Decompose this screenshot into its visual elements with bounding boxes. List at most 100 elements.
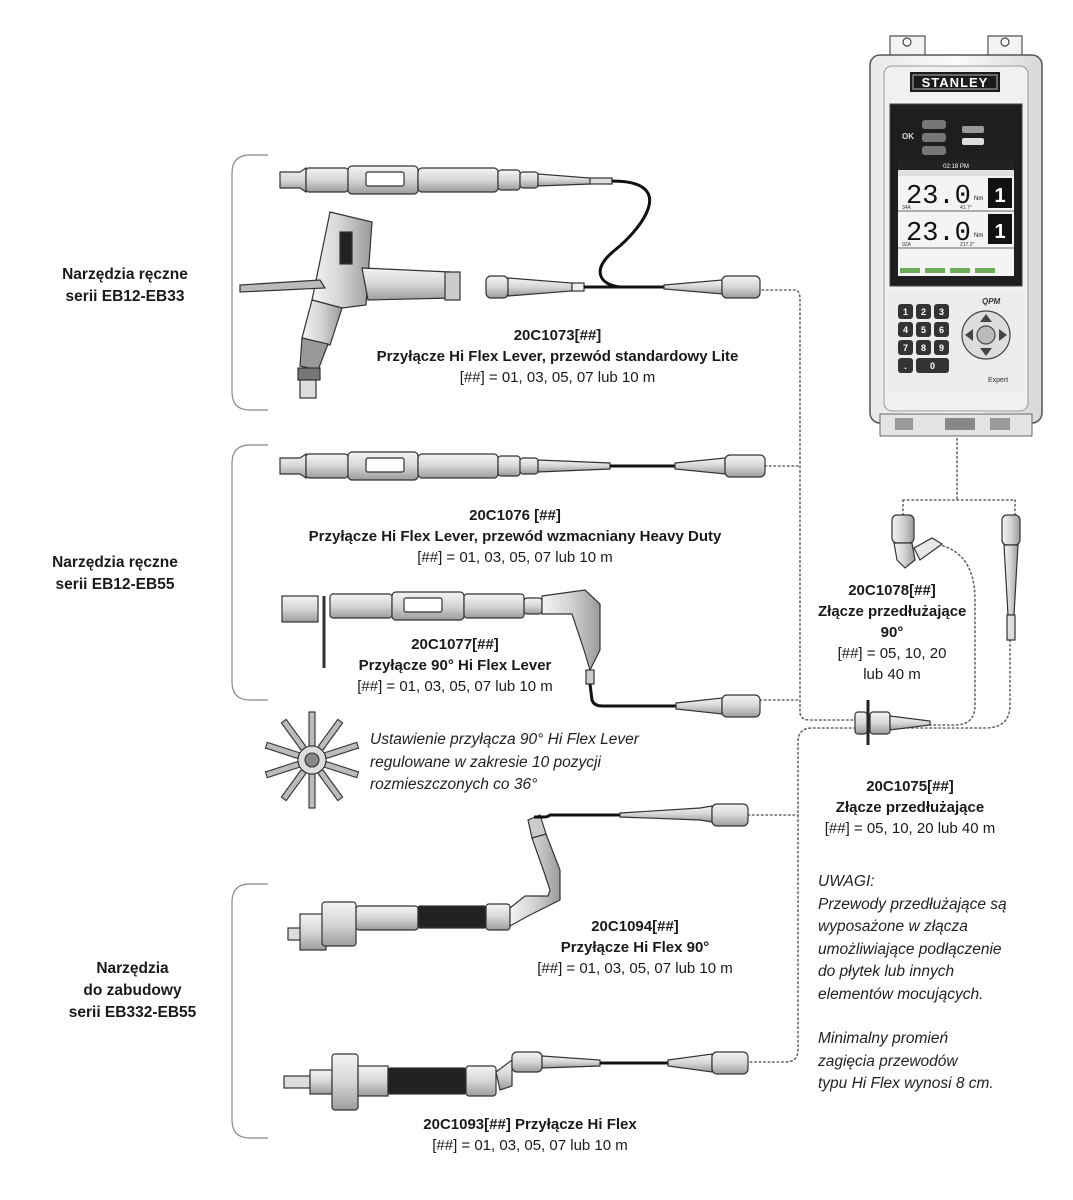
code-20c1076: 20C1076 [##] xyxy=(469,507,561,524)
group-eb332-line3: serii EB332-EB55 xyxy=(68,1004,197,1021)
name-20c1073: Przyłącze Hi Flex Lever, przewód standar… xyxy=(376,348,739,365)
notes-heading: UWAGI: xyxy=(818,873,875,890)
group-eb33-line1: Narzędzia ręczne xyxy=(62,266,188,283)
notes-line8: typu Hi Flex wynosi 8 cm. xyxy=(818,1075,994,1092)
dotted-lower-trunk xyxy=(747,727,861,1063)
keypad-key[interactable]: 2 xyxy=(916,304,931,319)
dotted-trunk xyxy=(761,289,861,721)
bracket-eb55 xyxy=(231,444,268,701)
keypad: 1 2 3 4 5 6 7 8 9. 0 xyxy=(898,304,949,373)
reading1-value: 23.0 xyxy=(906,182,971,212)
range-20c1076: [##] = 01, 03, 05, 07 lub 10 m xyxy=(417,549,613,566)
connector-lite-start xyxy=(485,275,585,299)
group-label-eb33: Narzędzia ręczne serii EB12-EB33 xyxy=(40,264,210,308)
keypad-key-label: 0 xyxy=(930,361,935,371)
connector-heavy-end xyxy=(674,454,766,478)
keypad-key[interactable]: . xyxy=(898,358,913,373)
keypad-key[interactable]: 3 xyxy=(934,304,949,319)
keypad-key-label: 1 xyxy=(903,307,908,317)
brand-logo: STANLEY xyxy=(922,75,989,90)
range-20c1078: [##] = 05, 10, 20 xyxy=(837,645,947,662)
cable-lite-curve xyxy=(598,179,652,289)
notes-line2: wyposażone w złącza xyxy=(818,918,968,935)
keypad-key-label: . xyxy=(904,361,907,371)
name-20c1077: Przyłącze 90° Hi Flex Lever xyxy=(358,657,552,674)
reading1-sub-right: 41.7° xyxy=(960,205,972,211)
notes-line7: zagięcia przewodów xyxy=(818,1052,958,1070)
keypad-key-label: 2 xyxy=(921,307,926,317)
keypad-key[interactable]: 1 xyxy=(898,304,913,319)
keypad-key[interactable]: 4 xyxy=(898,322,913,337)
keypad-key-label: 9 xyxy=(939,343,944,353)
bracket-eb332 xyxy=(231,883,268,1139)
code-20c1075: 20C1075[##] xyxy=(866,778,954,795)
keypad-key[interactable]: 8 xyxy=(916,340,931,355)
group-eb332-line1: Narzędzia xyxy=(96,960,169,977)
code-20c1077: 20C1077[##] xyxy=(411,636,499,653)
reading1-sub-left: 34A xyxy=(902,205,912,211)
bulkhead-connector xyxy=(854,700,931,745)
label-20c1093: 20C1093[##] Przyłącze Hi Flex [##] = 01,… xyxy=(380,1114,680,1156)
range-20c1077: [##] = 01, 03, 05, 07 lub 10 m xyxy=(357,678,553,695)
ext-straight-connector xyxy=(1001,514,1021,641)
adjust-note-line2: regulowane w zakresie 10 pozycji xyxy=(370,753,601,771)
notes-line5: elementów mocujących. xyxy=(818,985,984,1003)
keypad-key[interactable]: 0 xyxy=(916,358,949,373)
label-20c1077: 20C1077[##] Przyłącze 90° Hi Flex Lever … xyxy=(320,634,590,697)
name-20c1094: Przyłącze Hi Flex 90° xyxy=(560,939,710,956)
dotted-device-split xyxy=(902,424,1016,516)
keypad-key[interactable]: 6 xyxy=(934,322,949,337)
reading2-sub-right: 217.2° xyxy=(960,242,975,248)
keypad-key-label: 7 xyxy=(903,343,908,353)
group-brackets xyxy=(231,154,268,1139)
screen-time: 02:18 PM xyxy=(943,164,969,170)
dotted-connections xyxy=(747,289,1016,1063)
group-label-eb55: Narzędzia ręczne serii EB12-EB55 xyxy=(30,552,200,596)
notes-line6: Minimalny promień xyxy=(818,1030,949,1047)
keypad-key[interactable]: 9 xyxy=(934,340,949,355)
label-20c1094: 20C1094[##] Przyłącze Hi Flex 90° [##] =… xyxy=(510,916,760,979)
tool-lever-90 xyxy=(281,589,601,685)
label-20c1078: 20C1078[##] Złącze przedłużające 90° [##… xyxy=(818,580,966,685)
code-20c1073: 20C1073[##] xyxy=(513,327,602,344)
tool-lever-heavy xyxy=(279,451,611,481)
keypad-key-label: 6 xyxy=(939,325,944,335)
name-20c1075: Złącze przedłużające xyxy=(835,799,985,816)
label-20c1076: 20C1076 [##] Przyłącze Hi Flex Lever, pr… xyxy=(255,505,775,568)
keypad-key-label: 8 xyxy=(921,343,926,353)
qpm-logo: QPM xyxy=(982,297,1001,306)
rosette-icon xyxy=(264,711,360,809)
reading2-sub-left: 92A xyxy=(902,242,912,248)
keypad-key-label: 3 xyxy=(939,307,944,317)
notes-line4: do płytek lub innych xyxy=(818,963,955,980)
range-20c1093: [##] = 01, 03, 05, 07 lub 10 m xyxy=(432,1137,628,1154)
connector-fixtured-end xyxy=(619,803,749,827)
group-eb55-line1: Narzędzia ręczne xyxy=(52,554,178,571)
reading2-count: 1 xyxy=(994,221,1005,243)
connector-inline-end xyxy=(667,1051,749,1075)
tool-lever-eb33 xyxy=(279,165,613,195)
keypad-key-label: 5 xyxy=(921,325,926,335)
connector-90-end xyxy=(675,694,761,718)
tool-fixtured-inline xyxy=(283,1051,601,1111)
keypad-key[interactable]: 5 xyxy=(916,322,931,337)
notes-line3: umożliwiające podłączenie xyxy=(818,940,1002,958)
bracket-eb33 xyxy=(231,154,268,411)
adjust-note-line3: rozmieszczonych co 36° xyxy=(370,776,538,793)
label-20c1075: 20C1075[##] Złącze przedłużające [##] = … xyxy=(805,776,1015,839)
range-20c1073: [##] = 01, 03, 05, 07 lub 10 m xyxy=(459,369,656,386)
title-20c1093: 20C1093[##] Przyłącze Hi Flex xyxy=(423,1116,637,1133)
keypad-key[interactable]: 7 xyxy=(898,340,913,355)
notes-line1: Przewody przedłużające są xyxy=(818,895,1007,913)
dotted-ext90 xyxy=(894,542,976,726)
code-20c1078: 20C1078[##] xyxy=(848,582,936,599)
notes-box: UWAGI: Przewody przedłużające są wyposaż… xyxy=(818,871,1058,1096)
expert-logo: Expert xyxy=(988,377,1008,384)
connector-lite-end xyxy=(663,275,761,299)
range-20c1094: [##] = 01, 03, 05, 07 lub 10 m xyxy=(537,960,733,977)
keypad-key-label: 4 xyxy=(903,325,908,335)
dotted-ext-straight xyxy=(899,639,1011,729)
reading1-count: 1 xyxy=(994,185,1005,207)
adjust-note-line1: Ustawienie przyłącza 90° Hi Flex Lever xyxy=(370,731,639,748)
